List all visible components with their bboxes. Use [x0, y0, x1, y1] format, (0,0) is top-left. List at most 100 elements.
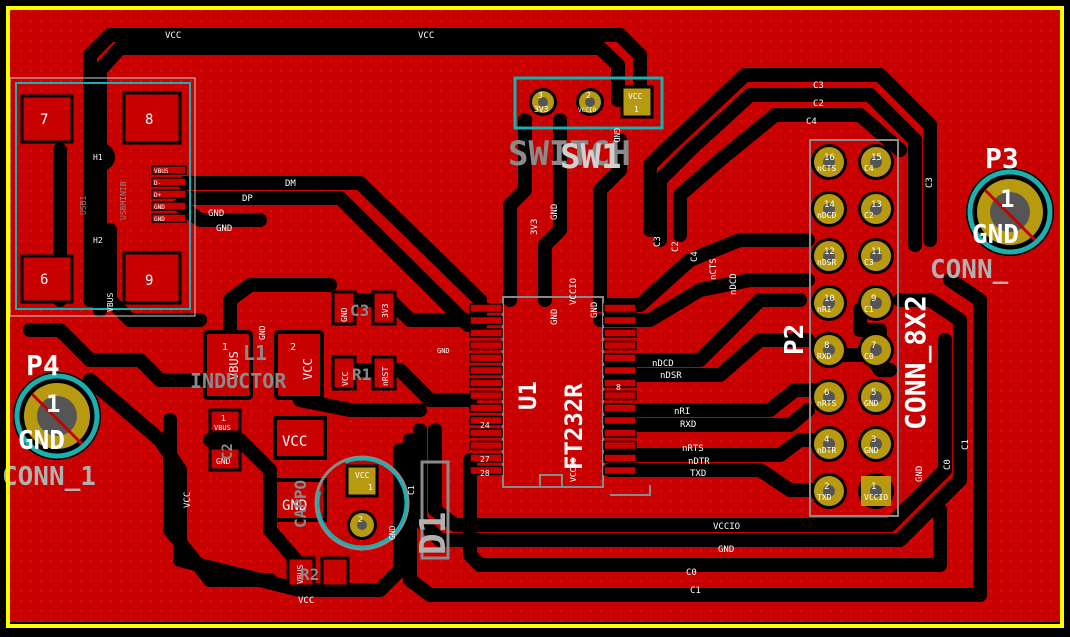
l1-value-label: INDUCTOR: [190, 369, 287, 393]
c3-pad2-net: 3V3: [381, 303, 390, 318]
cap-pad1-net: VCC: [282, 434, 307, 450]
net-vcc-bottom: VCC: [298, 596, 314, 606]
u1-pad-right: [603, 340, 637, 351]
p2-pin-name: C4: [864, 164, 874, 173]
r2-pad-net: VBUS: [296, 565, 305, 584]
c3-pad1-net: GND: [340, 307, 349, 322]
sw1-value-label: SWITCH: [508, 134, 631, 174]
u1-pad-left: [469, 353, 503, 363]
p2-pin-num: 5: [871, 388, 876, 398]
p2-pin-num: 16: [824, 153, 835, 163]
u1-pad-left: [469, 415, 503, 426]
p2-pin-name: C0: [864, 352, 874, 361]
usb-pin-pad: [151, 189, 187, 199]
net-gnd-sw: GND: [550, 204, 560, 220]
l1-pad1-num: 1: [222, 342, 228, 353]
u1-pad-right: [603, 453, 637, 463]
p2-pin-num: 11: [871, 247, 882, 257]
p2-pin-name: nDTR: [817, 446, 836, 455]
usb-hole-2-label: H2: [93, 236, 103, 245]
p2-pin-name: GND: [864, 399, 879, 408]
net-dm: DM: [285, 179, 296, 189]
c1-pad1-num: 1: [368, 483, 373, 492]
u1-pad-right: [603, 440, 637, 451]
p2-pin-drill: [823, 391, 835, 403]
net-c2-top: C2: [813, 99, 824, 109]
u1-pin-8-label: 8: [616, 383, 621, 392]
u1-pad-right: [603, 328, 637, 338]
u1-pad-left: [469, 440, 503, 451]
trace-clearances: [23, 28, 987, 602]
u1-pad-left: [469, 403, 503, 413]
p2-pin-name: nRI: [817, 305, 832, 314]
usb-ref-label: USB1: [79, 196, 88, 215]
p2-pin-drill: [870, 156, 882, 168]
net-c1-bottom: C1: [690, 586, 701, 596]
net-txd: TXD: [690, 469, 706, 479]
u1-pad-right: [603, 415, 637, 426]
p2-pin-drill: [870, 250, 882, 262]
u1-pad-right: [603, 303, 637, 313]
c2-ref-label: C2: [220, 443, 236, 460]
p2-ref-label: P2: [780, 324, 810, 355]
u1-pin-27-label: 27: [480, 455, 490, 464]
resistor-r1: VCC nRST R1: [331, 355, 397, 391]
p2-pin-drill: [823, 297, 835, 309]
net-c4-top: C4: [806, 117, 817, 127]
net-ndcd-mid: nDCD: [729, 273, 739, 295]
p2-pin-num: 9: [871, 294, 876, 304]
p3-pin-net: GND: [972, 220, 1019, 250]
net-gnd-u1-b: GND: [590, 302, 600, 318]
connector-p2: 16nCTS15C414nDCD13C212nDSR11C310nRI9C18R…: [780, 144, 932, 509]
p4-pin-num: 1: [46, 390, 60, 418]
l1-ref-label: L1: [243, 341, 267, 365]
p3-value-label: CONN_: [930, 255, 1009, 285]
p2-pin-drill: [870, 344, 882, 356]
usb-pin-pad: [151, 201, 187, 211]
net-3v3: 3V3: [530, 219, 540, 235]
u1-pin-24-label: 24: [480, 421, 490, 430]
u1-vccio-label: VCCIO: [569, 458, 578, 482]
u1-pad-left: [469, 465, 503, 476]
p2-pin-drill: [870, 297, 882, 309]
r2-ref-label: R2: [300, 565, 319, 584]
p2-pin-num: 1: [871, 482, 876, 492]
net-labels: VCC VCC DM DP GND GND 3V3 GND VCCIO GND …: [165, 31, 971, 606]
u1-pad-right: [603, 353, 637, 363]
usb-vbus-label: VBUS: [106, 293, 115, 312]
capacitor-c1: VCC 1 2 GND C1: [314, 455, 416, 551]
p2-pin-name: C2: [864, 211, 874, 220]
net-nri: nRI: [674, 407, 690, 417]
l1-gnd-net: GND: [258, 325, 267, 340]
r1-pad2-net: nRST: [381, 367, 390, 386]
p3-ref-label: P3: [985, 142, 1019, 175]
u1-pad-left: [469, 315, 503, 326]
c1-pad1-net: VCC: [355, 471, 370, 480]
usb-pin-name: D+: [154, 192, 162, 199]
p2-pin-drill: [823, 250, 835, 262]
p2-pin-num: 8: [824, 341, 829, 351]
net-c3-top: C3: [813, 81, 824, 91]
u1-pad-right: [603, 428, 637, 438]
u1-pad-right: [603, 465, 637, 476]
net-vccio-u1: VCCIO: [569, 278, 579, 305]
u1-pad-left: [469, 328, 503, 338]
p2-pin-num: 7: [871, 341, 876, 351]
silkscreen-outlines: [9, 76, 899, 517]
p4-ref-label: P4: [26, 349, 60, 382]
usb-pad-7-label: 7: [40, 112, 48, 128]
net-rxd: RXD: [680, 420, 696, 430]
switch-sw1: 3 3V3 2 VCCIO VCC 1 SWITCH SW1 GND: [508, 85, 654, 177]
capacitor-c3: GND 3V3 C3: [331, 290, 397, 326]
net-c3-mid: C3: [653, 236, 663, 247]
p2-pin-num: 4: [824, 435, 829, 445]
p2-pin-drill: [870, 438, 882, 450]
sw1-pin-1-name: VCC: [628, 92, 643, 101]
usb-value-label: USBMINIB: [119, 181, 128, 220]
c1-pad2-net: GND: [388, 525, 397, 540]
u1-value-label: FT232R: [560, 383, 588, 470]
u1-pad-right: [603, 378, 637, 388]
net-c2-mid: C2: [671, 241, 681, 252]
p2-pin-drill: [823, 156, 835, 168]
net-vcc-top-right: VCC: [418, 31, 434, 41]
